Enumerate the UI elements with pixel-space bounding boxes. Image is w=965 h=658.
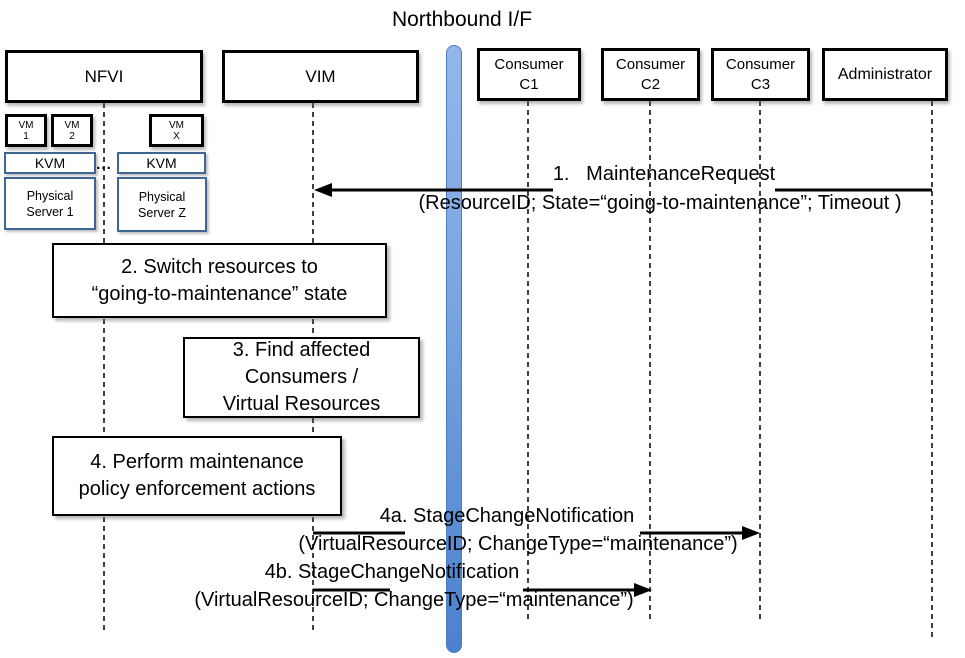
message-4b-arrowhead — [634, 583, 652, 597]
action-3-line3: Virtual Resources — [222, 393, 381, 415]
message-4a-arrow — [313, 526, 760, 540]
message-4b-params: (VirtualResourceID; ChangeType=“maintena… — [194, 589, 634, 611]
vm2-label-line1: VM — [64, 119, 80, 131]
entity-vim: VIM — [222, 50, 419, 103]
entity-nfvi: NFVI — [5, 50, 203, 103]
message-4b-label: 4b. StageChangeNotification — [264, 561, 520, 583]
vm1-label-line2: 1 — [23, 130, 29, 142]
server1-label-line2: Server 1 — [26, 204, 74, 219]
message-4a-arrowhead — [742, 526, 760, 540]
vmx-label-line2: X — [173, 130, 180, 142]
kvm1-label: KVM — [34, 155, 66, 171]
physical-server-z-box: Physical Server Z — [117, 177, 207, 232]
action-3-line1: 3. Find affected — [232, 339, 371, 361]
entity-c3-line1: Consumer — [725, 55, 796, 73]
entity-consumer-c2: Consumer C2 — [601, 48, 700, 101]
message-1-label: 1. MaintenanceRequest — [552, 163, 776, 185]
vm2-label-line2: 2 — [69, 130, 75, 142]
message-4a-params: (VirtualResourceID; ChangeType=“maintena… — [298, 533, 738, 555]
lifeline-consumer-c1 — [527, 101, 529, 620]
ellipsis-between-kvm: ... — [96, 156, 112, 173]
action-4-line2: policy enforcement actions — [78, 478, 316, 500]
action-2-box: 2. Switch resources to “going-to-mainten… — [52, 243, 387, 318]
kvm2-label: KVM — [146, 155, 177, 171]
vm1-label-line1: VM — [18, 119, 34, 131]
entity-consumer-c1: Consumer C1 — [477, 48, 581, 101]
lifeline-consumer-c3 — [759, 101, 761, 622]
entity-administrator: Administrator — [822, 48, 948, 101]
message-1-params: (ResourceID; State=“going-to-maintenance… — [418, 192, 902, 214]
action-4-line1: 4. Perform maintenance — [90, 451, 304, 473]
action-3-line2: Consumers / — [244, 366, 359, 388]
lifeline-consumer-c2 — [649, 101, 651, 620]
entity-c1-line1: Consumer — [494, 55, 564, 73]
message-1-arrowhead — [314, 183, 332, 197]
vmx-box: VM X — [149, 114, 204, 147]
action-3-box: 3. Find affected Consumers / Virtual Res… — [183, 337, 420, 418]
kvm1-box: KVM — [4, 152, 96, 174]
vm1-box: VM 1 — [5, 114, 47, 147]
entity-vim-label: VIM — [305, 66, 336, 86]
entity-c3-line2: C3 — [750, 75, 771, 93]
vm2-box: VM 2 — [51, 114, 93, 147]
action-2-line1: 2. Switch resources to — [121, 255, 318, 278]
lifeline-nfvi — [103, 103, 105, 630]
message-4b-arrow — [313, 583, 652, 597]
entity-admin-label: Administrator — [837, 65, 933, 83]
entity-nfvi-label: NFVI — [84, 66, 124, 86]
kvm2-box: KVM — [117, 152, 206, 174]
server1-label-line1: Physical — [26, 188, 74, 203]
message-1-arrow — [314, 183, 932, 197]
entity-c2-line2: C2 — [640, 75, 661, 93]
entity-c1-line2: C1 — [519, 75, 539, 93]
diagram-title: Northbound I/F — [391, 8, 533, 31]
action-2-line2: “going-to-maintenance” state — [91, 282, 348, 305]
entity-consumer-c3: Consumer C3 — [711, 48, 810, 101]
entity-c2-line1: Consumer — [615, 55, 686, 73]
server2-label-line2: Server Z — [138, 205, 186, 220]
server2-label-line1: Physical — [138, 189, 186, 204]
action-4-box: 4. Perform maintenance policy enforcemen… — [52, 436, 342, 516]
lifeline-administrator — [931, 101, 933, 640]
vmx-label-line1: VM — [169, 119, 184, 131]
message-4a-label: 4a. StageChangeNotification — [379, 505, 635, 527]
physical-server-1-box: Physical Server 1 — [4, 177, 96, 230]
northbound-interface-bar — [446, 45, 462, 653]
